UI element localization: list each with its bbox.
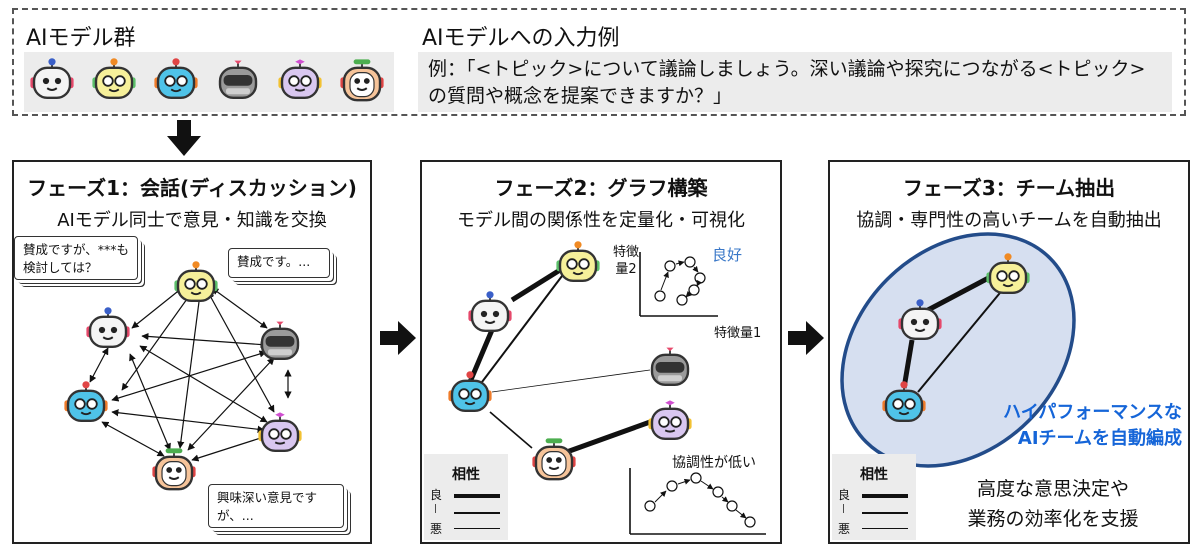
input-example-text: 例：「<トピック>について議論しましょう。深い議論や探究につながる<トピック>の… (418, 52, 1172, 112)
legend-line-mid (862, 512, 908, 514)
robot-yellow-icon (984, 252, 1032, 300)
arrow-right-icon (788, 321, 824, 355)
legend-good: 良 (838, 488, 851, 502)
robot-white-icon (84, 306, 132, 354)
robot-orange-icon (338, 57, 386, 105)
legend-bad: 悪 (430, 522, 443, 536)
phase1-network (89, 287, 292, 462)
team-label-line2: AIチームを自動編成 (1017, 428, 1182, 449)
phase3-legend: 相性 良 | 悪 (832, 454, 916, 540)
low-coordination-label: 協調性が低い (672, 455, 756, 471)
conclusion-line1: 高度な意思決定や (976, 478, 1129, 500)
robot-blue-icon (152, 57, 200, 105)
robot-blue-icon (880, 380, 928, 428)
robot-orange-icon (530, 436, 578, 484)
robot-purple-icon (646, 398, 694, 446)
legend-good: 良 (430, 488, 443, 502)
robot-purple-icon (276, 57, 324, 105)
speech-bubble-1: 賛成ですが、***も検討しては？ (14, 236, 138, 280)
robot-gray-icon (214, 57, 262, 105)
robot-orange-icon (150, 446, 198, 494)
phase3-subtitle: 協調・専門性の高いチームを自動抽出 (856, 210, 1162, 231)
phase1-title: フェーズ1：会話(ディスカッション) (27, 176, 357, 200)
robot-gray-icon (646, 344, 694, 392)
team-label-line1: ハイパフォーマンスな (1003, 402, 1182, 423)
legend-bad: 悪 (838, 522, 851, 536)
phase3-title: フェーズ3：チーム抽出 (902, 176, 1116, 200)
models-title: AIモデル群 (26, 26, 136, 51)
legend-dash: | (842, 504, 846, 514)
axis-x-label: 特徴量1 (714, 326, 762, 341)
good-label: 良好 (712, 246, 743, 264)
speech-bubble-2: 賛成です。... (228, 248, 330, 278)
robot-yellow-icon (172, 260, 220, 308)
legend-line-mid (454, 512, 500, 514)
speech-bubble-3: 興味深い意見ですが、... (208, 484, 344, 528)
robot-white-icon (28, 57, 76, 105)
legend-line-thin (454, 528, 500, 529)
phase2-title: フェーズ2：グラフ構築 (494, 176, 708, 200)
legend-dash: | (434, 504, 438, 514)
scatter-good (639, 252, 718, 317)
phase1-subtitle: AIモデル同士で意見・知識を交換 (57, 210, 327, 231)
phase2-legend: 相性 良 | 悪 (424, 454, 508, 540)
robot-yellow-icon (90, 57, 138, 105)
legend-line-thick (454, 494, 500, 498)
axis-y-label: 特徴量2 (612, 245, 639, 277)
legend-line-thin (862, 528, 908, 529)
arrow-down-icon (167, 120, 201, 156)
legend-title: 相性 (452, 467, 480, 483)
robot-blue-icon (446, 370, 494, 418)
models-strip (24, 52, 394, 112)
legend-title: 相性 (860, 467, 888, 483)
robot-white-icon (896, 298, 944, 346)
legend-line-thick (862, 494, 908, 498)
robot-yellow-icon (554, 240, 602, 288)
robot-blue-icon (62, 380, 110, 428)
phase2-subtitle: モデル間の関係性を定量化・可視化 (457, 210, 745, 231)
model-input-box (12, 8, 1186, 116)
robot-gray-icon (256, 318, 304, 366)
robot-purple-icon (256, 410, 304, 458)
conclusion-line2: 業務の効率化を支援 (967, 508, 1139, 530)
input-example-title: AIモデルへの入力例 (422, 26, 620, 51)
robot-white-icon (466, 290, 514, 338)
arrow-right-icon (380, 321, 416, 355)
scatter-low (629, 468, 766, 535)
